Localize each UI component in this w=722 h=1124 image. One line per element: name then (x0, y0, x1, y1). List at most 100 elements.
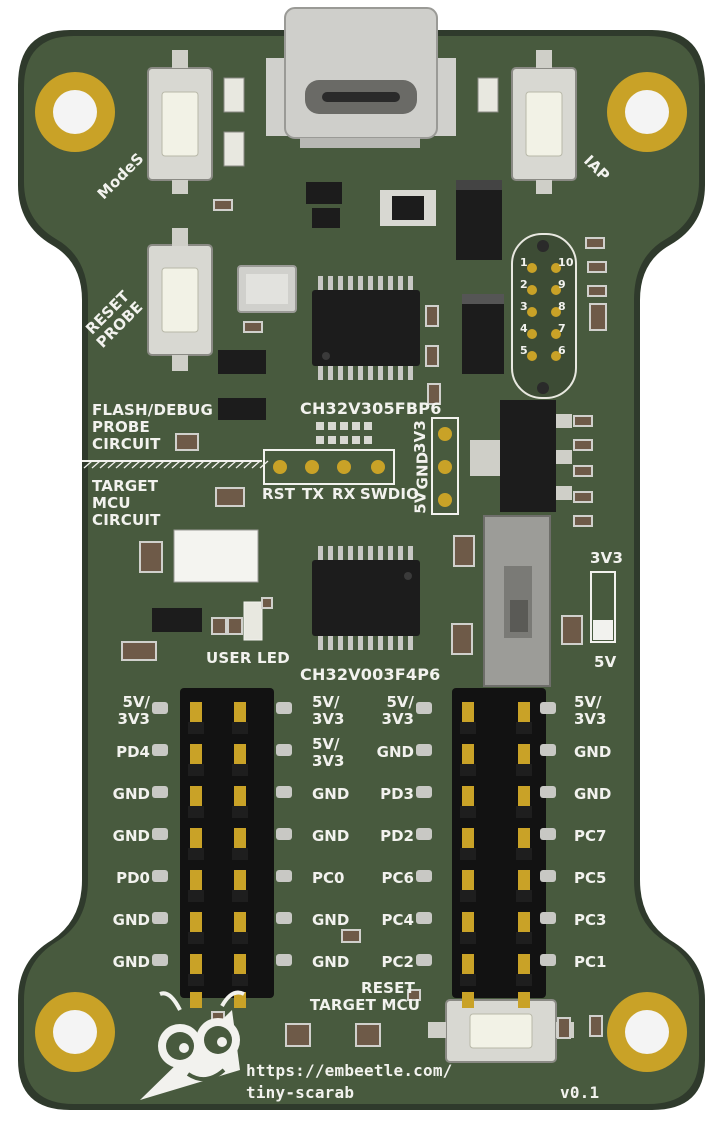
switch-position-indicator (590, 571, 616, 643)
swd-pin-number: 9 (558, 278, 566, 291)
header-pin-tip (190, 992, 202, 1008)
modes-button[interactable] (147, 50, 213, 194)
chip-pin (408, 276, 413, 290)
header-pin-base (232, 764, 248, 776)
capacitor (573, 515, 593, 527)
target-circuit-line3: CIRCUIT (92, 511, 161, 529)
chip-pin (368, 366, 373, 380)
header-pin-tip (234, 992, 246, 1008)
chip-pin (328, 636, 333, 650)
header-pin-base (232, 722, 248, 734)
header-pin (518, 912, 530, 938)
swd-pad (527, 285, 537, 295)
header-pin (234, 870, 246, 896)
chip-pin (358, 636, 363, 650)
header-pin-label-line: PC5 (574, 869, 607, 887)
mounting-hole-bottom-right (607, 992, 687, 1072)
header-pin-label: 5V/3V3 (312, 736, 366, 770)
header-pad (276, 744, 292, 756)
reset-target-button[interactable] (428, 999, 574, 1063)
hatch-line (243, 460, 253, 469)
mounting-hole-top-left (35, 72, 115, 152)
swd-pin-number: 8 (558, 300, 566, 313)
chip-pin (318, 636, 323, 650)
sot-small-2 (306, 182, 342, 228)
capacitor (585, 237, 605, 249)
header-pin-base (516, 974, 532, 986)
hatch-line (251, 460, 261, 469)
power-slide-switch[interactable] (483, 515, 551, 687)
header-pin-label: PD0 (96, 870, 150, 887)
sot-target-left (152, 608, 202, 632)
swd-pin-number: 3 (520, 300, 528, 313)
reset-probe-button[interactable] (147, 228, 213, 371)
header-pad (152, 828, 168, 840)
capacitor (341, 929, 361, 943)
swd-pad (551, 351, 561, 361)
header-pin (234, 702, 246, 728)
header-pin-label: PC0 (312, 870, 366, 887)
user-led-label: USER LED (206, 649, 290, 667)
resistor (328, 422, 336, 430)
hatch-line (155, 460, 165, 469)
header-pin-tip (462, 992, 474, 1008)
header-pin (518, 828, 530, 854)
white-component (173, 529, 259, 583)
chip-pin (338, 276, 343, 290)
header-pin-base (460, 890, 476, 902)
hatch-line (219, 460, 229, 469)
capacitor (213, 199, 233, 211)
swd-pad (551, 285, 561, 295)
swd-pin-number: 7 (558, 322, 566, 335)
hatch-line (179, 460, 189, 469)
header-pad (276, 912, 292, 924)
target-circuit-label: TARGET MCU CIRCUIT (92, 478, 161, 529)
header-pad (540, 786, 556, 798)
capacitor (211, 617, 227, 635)
uart-rx-label: RX (332, 485, 356, 503)
hatch-line (195, 460, 205, 469)
capacitor (215, 487, 245, 507)
chip-pin (378, 636, 383, 650)
chip-pin (338, 636, 343, 650)
capacitor (573, 491, 593, 503)
header-pin-tip (518, 992, 530, 1008)
iap-button[interactable] (511, 50, 577, 194)
header-pin (190, 870, 202, 896)
pwr-3v3-label: 3V3 (411, 419, 430, 454)
header-pin-base (516, 806, 532, 818)
header-pad (152, 744, 168, 756)
probe-mcu-label: CH32V305FBP6 (300, 399, 442, 418)
header-pin (234, 744, 246, 770)
pwr-gnd-label: GND (413, 451, 432, 490)
chip-pin (318, 366, 323, 380)
sot-left (218, 350, 266, 420)
resistor (316, 422, 324, 430)
chip-pin (378, 366, 383, 380)
mounting-hole-bottom-left (35, 992, 115, 1072)
chip-pin (358, 276, 363, 290)
hatch-line (203, 460, 213, 469)
header-pads (152, 702, 556, 966)
hatch-line (91, 460, 101, 469)
chip-pin (328, 366, 333, 380)
target-circuit-line2: MCU (92, 494, 131, 512)
header-pin-label-line: PD2 (380, 827, 414, 845)
chip-pin (318, 276, 323, 290)
uart-tx-label: TX (302, 485, 325, 503)
header-pin-label: GND (96, 786, 150, 803)
flash-debug-label: FLASH/DEBUG PROBE CIRCUIT (92, 402, 213, 453)
header-pin-base (460, 932, 476, 944)
chip-pin (398, 276, 403, 290)
hatch-line (147, 460, 157, 469)
header-pin-base (516, 764, 532, 776)
url-line1: https://embeetle.com/ (246, 1061, 453, 1080)
hatch-line (83, 460, 93, 469)
reset-target-label: RESET TARGET MCU (290, 980, 440, 1014)
swd-pad (527, 307, 537, 317)
swd-pin-number: 4 (520, 322, 528, 335)
header-pin-label-line: 5V/ (312, 735, 340, 753)
led-top-left (223, 77, 245, 167)
header-pin (462, 870, 474, 896)
hatch-line (139, 460, 149, 469)
